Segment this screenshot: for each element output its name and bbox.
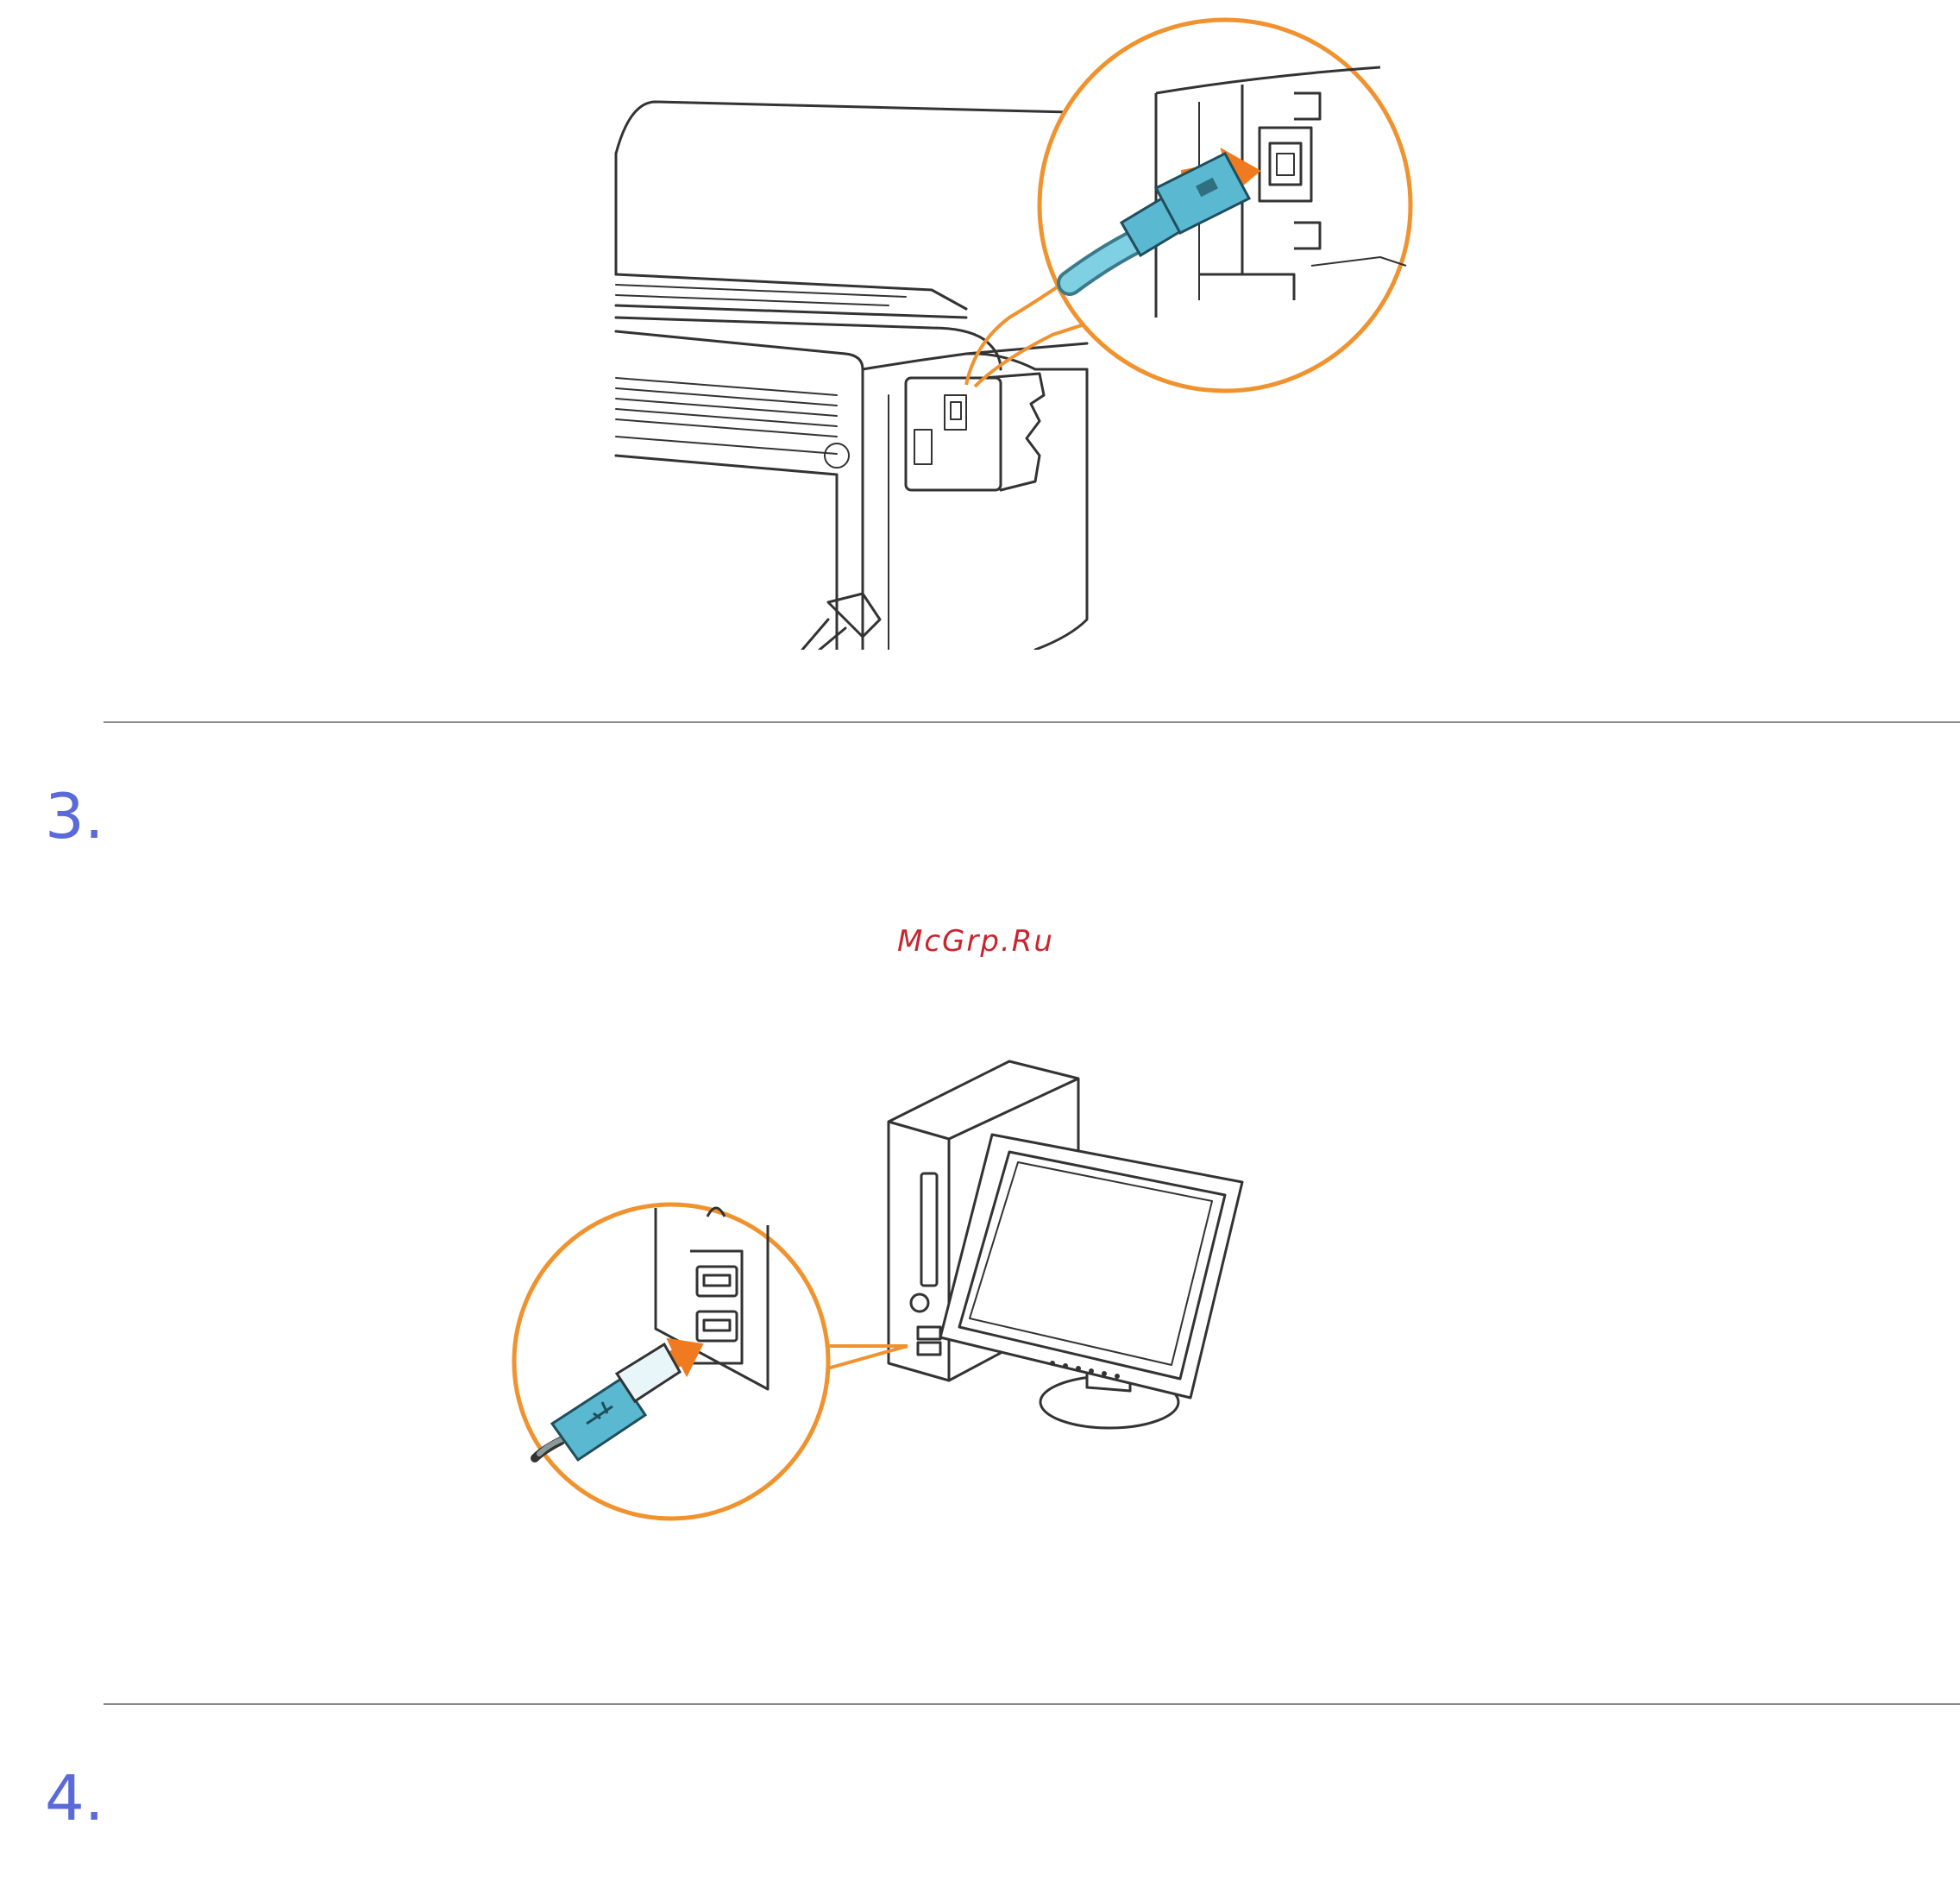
watermark: McGrp.Ru (897, 924, 1054, 959)
section-divider (104, 721, 1960, 723)
step-number: 3. (45, 785, 104, 847)
printer-top-edge (616, 102, 1087, 154)
printer-usb-illustration (604, 16, 1432, 650)
computer-usb-illustration (500, 1053, 1260, 1536)
step-number: 4. (45, 1767, 104, 1829)
section-divider (104, 1703, 1960, 1705)
